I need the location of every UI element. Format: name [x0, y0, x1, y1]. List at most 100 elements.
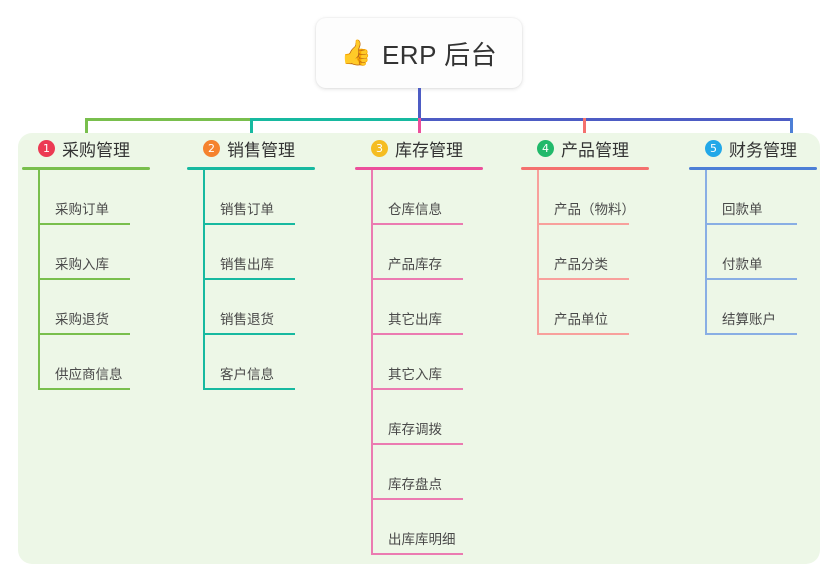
branch-column-4[interactable]: 4 产品管理 产品（物料） 产品分类 产品单位	[521, 133, 691, 335]
leaf-underline	[371, 388, 463, 390]
bus-segment-2	[250, 118, 418, 121]
branch-index-badge-2: 2	[203, 139, 220, 157]
leaf-node-4-2[interactable]: 产品分类	[521, 225, 691, 280]
branch-title-4: 产品管理	[561, 140, 629, 160]
branch-column-3[interactable]: 3 库存管理 仓库信息 产品库存 其它出库 其它入库 库存调拨 库存盘点 出库库…	[355, 133, 515, 555]
leaf-underline	[38, 278, 130, 280]
branch-column-2[interactable]: 2 销售管理 销售订单 销售出库 销售退货 客户信息	[187, 133, 347, 390]
bus-segment-3	[418, 118, 790, 121]
leaf-label: 产品库存	[388, 257, 442, 272]
leaf-underline	[203, 223, 295, 225]
leaf-label: 其它入库	[388, 367, 442, 382]
branch-drop-2	[250, 118, 253, 146]
leaf-underline	[371, 553, 463, 555]
branch-header[interactable]: 4 产品管理	[521, 133, 691, 163]
branch-index-badge-5: 5	[705, 139, 722, 157]
branch-underline	[521, 167, 649, 170]
branch-spine	[537, 170, 539, 335]
branch-drop-4	[583, 118, 586, 146]
leaf-node-2-4[interactable]: 客户信息	[187, 335, 347, 390]
leaf-node-3-6[interactable]: 库存盘点	[355, 445, 515, 500]
branch-column-1[interactable]: 1 采购管理 采购订单 采购入库 采购退货 供应商信息	[22, 133, 182, 390]
branch-underline	[22, 167, 150, 170]
branch-header[interactable]: 1 采购管理	[22, 133, 182, 163]
root-node[interactable]: 👍 ERP 后台	[316, 18, 522, 88]
leaf-node-1-1[interactable]: 采购订单	[22, 170, 182, 225]
branch-body: 采购订单 采购入库 采购退货 供应商信息	[22, 170, 182, 390]
branch-spine	[371, 170, 373, 555]
leaf-label: 其它出库	[388, 312, 442, 327]
branch-column-5[interactable]: 5 财务管理 回款单 付款单 结算账户	[689, 133, 839, 335]
leaf-node-1-3[interactable]: 采购退货	[22, 280, 182, 335]
leaf-node-5-1[interactable]: 回款单	[689, 170, 839, 225]
leaf-underline	[537, 278, 629, 280]
leaf-node-5-2[interactable]: 付款单	[689, 225, 839, 280]
trunk-connector	[418, 88, 421, 118]
leaf-label: 客户信息	[220, 367, 274, 382]
leaf-underline	[705, 333, 797, 335]
leaf-label: 产品单位	[554, 312, 608, 327]
leaf-label: 销售订单	[220, 202, 274, 217]
leaf-node-2-1[interactable]: 销售订单	[187, 170, 347, 225]
branch-header[interactable]: 3 库存管理	[355, 133, 515, 163]
leaf-node-4-1[interactable]: 产品（物料）	[521, 170, 691, 225]
leaf-label: 结算账户	[722, 312, 776, 327]
leaf-node-2-3[interactable]: 销售退货	[187, 280, 347, 335]
leaf-label: 产品分类	[554, 257, 608, 272]
leaf-underline	[537, 333, 629, 335]
leaf-node-3-7[interactable]: 出库库明细	[355, 500, 515, 555]
branch-underline	[355, 167, 483, 170]
leaf-underline	[38, 388, 130, 390]
leaf-node-3-5[interactable]: 库存调拨	[355, 390, 515, 445]
leaf-node-3-2[interactable]: 产品库存	[355, 225, 515, 280]
leaf-underline	[38, 223, 130, 225]
leaf-underline	[38, 333, 130, 335]
branch-underline	[689, 167, 817, 170]
leaf-underline	[203, 278, 295, 280]
thumbs-up-icon: 👍	[340, 38, 372, 67]
leaf-label: 供应商信息	[55, 367, 123, 382]
leaf-underline	[705, 223, 797, 225]
branch-spine	[38, 170, 40, 390]
leaf-underline	[371, 443, 463, 445]
branch-header[interactable]: 5 财务管理	[689, 133, 839, 163]
leaf-label: 产品（物料）	[554, 202, 635, 217]
leaf-label: 付款单	[722, 257, 763, 272]
branch-title-3: 库存管理	[395, 140, 463, 160]
branch-body: 产品（物料） 产品分类 产品单位	[521, 170, 691, 335]
branch-index-badge-1: 1	[38, 139, 55, 157]
leaf-label: 销售出库	[220, 257, 274, 272]
mindmap-board: 1 采购管理 采购订单 采购入库 采购退货 供应商信息 2 销售管理 销售订单 …	[18, 133, 820, 564]
branch-title-2: 销售管理	[227, 140, 295, 160]
leaf-underline	[705, 278, 797, 280]
leaf-node-3-1[interactable]: 仓库信息	[355, 170, 515, 225]
branch-underline	[187, 167, 315, 170]
leaf-underline	[203, 333, 295, 335]
branch-body: 销售订单 销售出库 销售退货 客户信息	[187, 170, 347, 390]
leaf-underline	[371, 333, 463, 335]
leaf-label: 库存调拨	[388, 422, 442, 437]
leaf-underline	[537, 223, 629, 225]
leaf-label: 采购订单	[55, 202, 109, 217]
branch-header[interactable]: 2 销售管理	[187, 133, 347, 163]
branch-body: 回款单 付款单 结算账户	[689, 170, 839, 335]
bus-segment-1	[85, 118, 250, 121]
branch-drop-3	[418, 118, 421, 146]
leaf-node-1-2[interactable]: 采购入库	[22, 225, 182, 280]
leaf-node-5-3[interactable]: 结算账户	[689, 280, 839, 335]
leaf-label: 出库库明细	[388, 532, 456, 547]
leaf-node-4-3[interactable]: 产品单位	[521, 280, 691, 335]
branch-drop-1	[85, 118, 88, 146]
branch-spine	[203, 170, 205, 390]
leaf-node-3-4[interactable]: 其它入库	[355, 335, 515, 390]
leaf-label: 库存盘点	[388, 477, 442, 492]
branch-spine	[705, 170, 707, 335]
branch-body: 仓库信息 产品库存 其它出库 其它入库 库存调拨 库存盘点 出库库明细	[355, 170, 515, 555]
leaf-label: 销售退货	[220, 312, 274, 327]
branch-title-1: 采购管理	[62, 140, 130, 160]
leaf-node-1-4[interactable]: 供应商信息	[22, 335, 182, 390]
root-title: ERP 后台	[381, 39, 498, 70]
branch-drop-5	[790, 118, 793, 146]
leaf-node-3-3[interactable]: 其它出库	[355, 280, 515, 335]
leaf-node-2-2[interactable]: 销售出库	[187, 225, 347, 280]
